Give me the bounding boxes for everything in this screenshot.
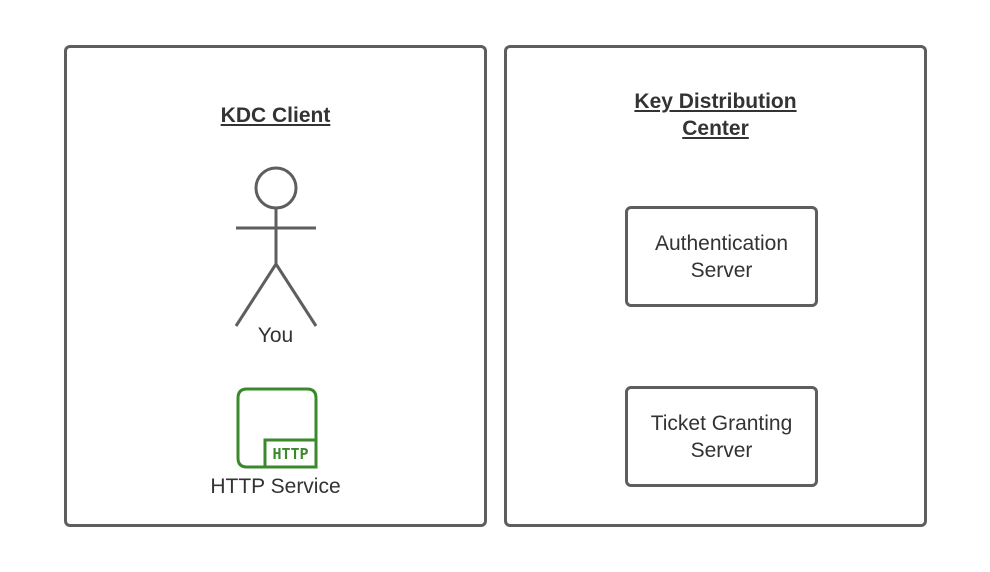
- kdc-title-line2: Center: [682, 117, 749, 140]
- actor-label-you: You: [257, 324, 294, 347]
- authentication-server-box: Authentication Server: [625, 206, 818, 307]
- http-badge-text: HTTP: [272, 445, 308, 463]
- auth-server-line1: Authentication: [654, 231, 789, 255]
- http-service-label: HTTP Service: [210, 475, 341, 498]
- tgs-server-line2: Server: [690, 438, 753, 462]
- tgs-server-line1: Ticket Granting: [650, 411, 793, 435]
- auth-server-line2: Server: [690, 258, 753, 282]
- kdc-title: Key Distribution Center: [507, 88, 924, 142]
- stick-figure-icon: [234, 166, 318, 327]
- kdc-client-title: KDC Client: [220, 104, 331, 127]
- ticket-granting-server-box: Ticket Granting Server: [625, 386, 818, 487]
- kdc-panel: Key Distribution Center Authentication S…: [504, 45, 927, 527]
- kdc-client-panel: KDC Client You HTTP HTTP Service: [64, 45, 487, 527]
- http-service-icon: HTTP: [236, 387, 318, 469]
- kdc-title-line1: Key Distribution: [634, 90, 797, 113]
